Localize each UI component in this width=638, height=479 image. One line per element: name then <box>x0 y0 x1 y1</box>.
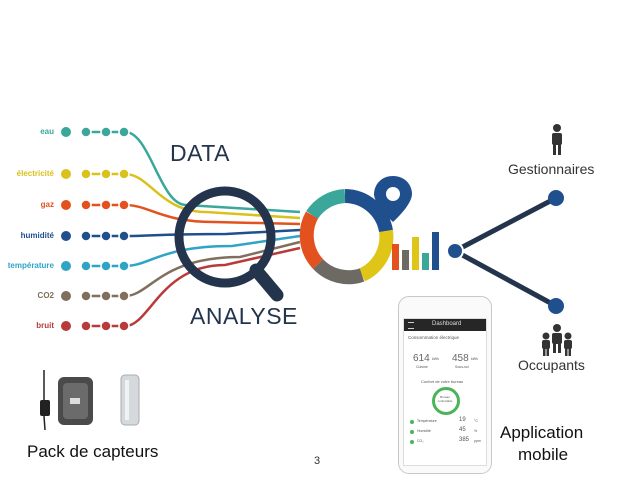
sensor-type-icon <box>61 321 71 331</box>
thermometer-sensor-icon <box>120 374 140 426</box>
sensor-device-icon <box>40 370 93 431</box>
phone-sub-1: Cuisine <box>416 365 428 369</box>
sensor-type-icon <box>61 200 71 210</box>
sensor-node <box>80 126 92 138</box>
sensor-node <box>100 320 112 332</box>
phone-unit-2: kWh <box>471 357 478 361</box>
occupants-group-icon <box>542 324 572 356</box>
sensor-label: gaz <box>40 200 54 209</box>
sensor-flow-lines <box>61 126 301 332</box>
sensor-type-icon <box>61 169 71 179</box>
distribution-hub <box>446 190 564 314</box>
page-number: 3 <box>314 455 321 467</box>
sensor-node <box>100 230 112 242</box>
sensor-node <box>118 260 130 272</box>
phone-value-2: 458 <box>452 353 469 364</box>
occupants-label: Occupants <box>518 357 585 373</box>
sensor-node <box>80 260 92 272</box>
sensor-node <box>118 230 130 242</box>
phone-unit-1: kWh <box>432 357 439 361</box>
phone-header-bar <box>404 319 486 331</box>
sensor-pack-caption: Pack de capteurs <box>27 442 159 461</box>
managers-label: Gestionnaires <box>508 161 595 177</box>
app-caption-line2: mobile <box>518 445 569 464</box>
sensor-label: CO2 <box>37 291 54 300</box>
phone-value-1: 614 <box>413 353 430 364</box>
metric-value: 19 <box>459 417 466 423</box>
sensor-label: température <box>7 261 54 270</box>
status-dot <box>410 430 414 434</box>
phone-sub-2: Sous-sol <box>455 365 469 369</box>
sensor-node <box>118 126 130 138</box>
sensor-node <box>100 199 112 211</box>
location-pin-icon <box>374 176 412 222</box>
metric-value: 45 <box>459 427 466 433</box>
sensor-node <box>80 199 92 211</box>
sensor-node <box>100 168 112 180</box>
sensor-node <box>100 260 112 272</box>
metric-unit: °C <box>474 419 478 423</box>
bar-chart-icon <box>392 232 439 270</box>
phone-mockup: Dashboard Consommation électrique 614 kW… <box>398 296 492 474</box>
comfort-gauge <box>432 387 460 415</box>
menu-icon <box>408 322 414 329</box>
donut-chart-icon <box>299 189 394 285</box>
sensor-node <box>100 290 112 302</box>
app-caption-line1: Application <box>500 423 584 442</box>
sensor-label: humidité <box>20 231 54 240</box>
sensor-node <box>80 168 92 180</box>
manager-person-icon <box>552 124 562 155</box>
sensor-node <box>118 199 130 211</box>
metric-value: 385 <box>459 437 470 443</box>
metric-label: CO₂ <box>417 439 424 443</box>
sensor-node <box>80 230 92 242</box>
metric-unit: % <box>474 429 478 433</box>
sensor-node <box>100 126 112 138</box>
analyse-title: ANALYSE <box>190 303 298 329</box>
sensor-type-icon <box>61 231 71 241</box>
status-dot <box>410 420 414 424</box>
sensor-node <box>80 320 92 332</box>
sensor-label: électricité <box>16 169 54 178</box>
magnifier-icon <box>174 186 284 302</box>
phone-section-consumption: Consommation électrique <box>408 335 460 340</box>
phone-screen: Dashboard Consommation électrique 614 kW… <box>403 318 487 466</box>
data-title: DATA <box>170 140 230 166</box>
phone-header-title: Dashboard <box>432 321 462 327</box>
sensor-node <box>118 290 130 302</box>
metric-label: Température <box>417 419 437 423</box>
sensor-label: eau <box>40 127 54 136</box>
metric-unit: ppm <box>474 439 481 443</box>
sensor-type-icon <box>61 127 71 137</box>
sensor-node <box>118 320 130 332</box>
sensor-type-icon <box>61 291 71 301</box>
sensor-type-icon <box>61 261 71 271</box>
phone-section-comfort: Confort de votre bureau <box>421 379 464 384</box>
comfort-gauge-label: Bureau confortable <box>437 395 453 403</box>
sensor-node <box>80 290 92 302</box>
metric-label: Humidité <box>417 429 431 433</box>
sensor-label: bruit <box>36 321 54 330</box>
sensor-node <box>118 168 130 180</box>
status-dot <box>410 440 414 444</box>
